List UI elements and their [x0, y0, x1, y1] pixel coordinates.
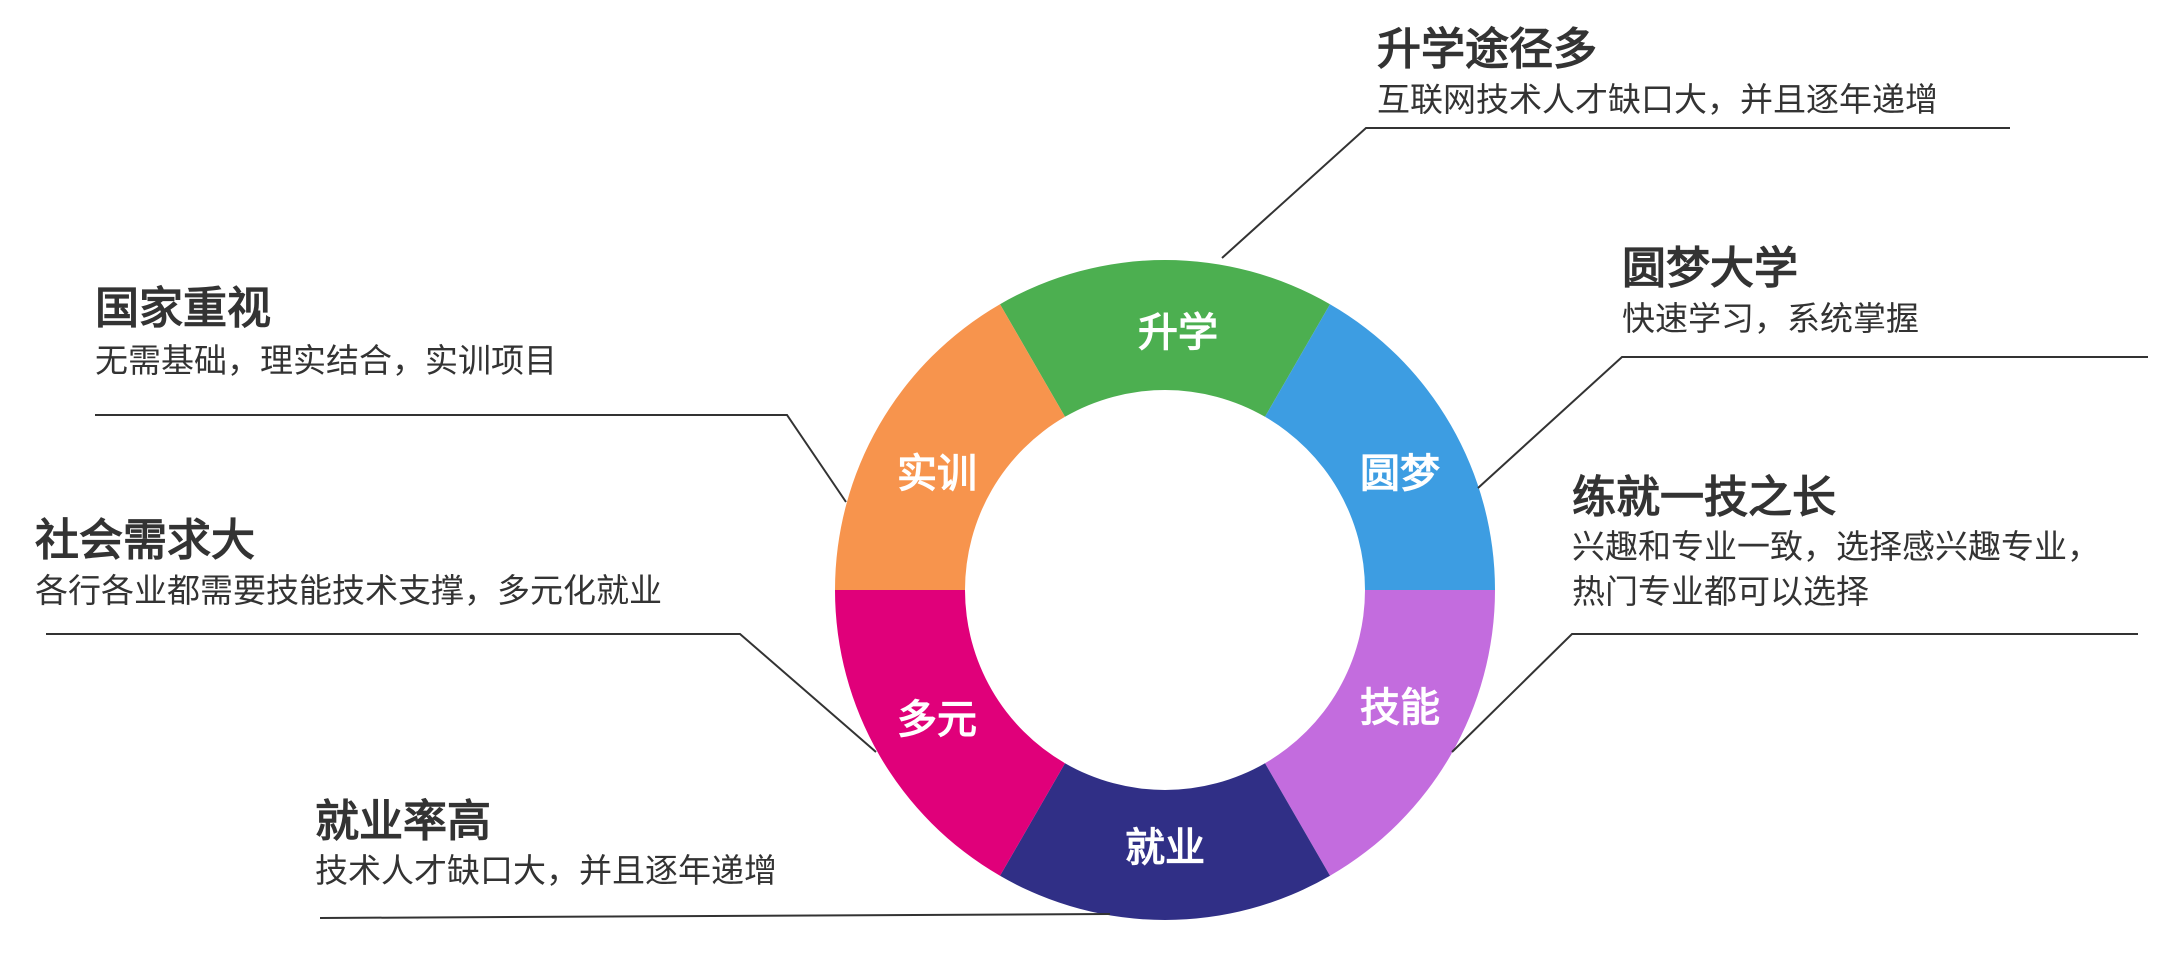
callout-title: 圆梦大学 — [1622, 243, 1798, 294]
callout-title: 国家重视 — [95, 283, 271, 334]
ring-labels: 升学 圆梦 技能 就业 多元 实训 — [897, 310, 1440, 871]
leader-lines — [46, 127, 2148, 919]
segment-duoyuan — [835, 590, 1065, 876]
segment-jineng — [1265, 590, 1495, 876]
callout-shengxue: 升学途径多 互联网技术人才缺口大，并且逐年递增 — [1377, 24, 1938, 119]
segment-jiuye — [1000, 763, 1330, 920]
callout-text: 技术人才缺口大，并且逐年递增 — [315, 851, 777, 890]
segment-label-jineng: 技能 — [1360, 685, 1440, 731]
callout-shixun: 国家重视 无需基础，理实结合，实训项目 — [95, 283, 557, 380]
segment-label-duoyuan: 多元 — [897, 697, 977, 743]
callout-title: 社会需求大 — [35, 515, 255, 566]
callout-title: 升学途径多 — [1377, 24, 1597, 75]
ring — [835, 259, 1495, 920]
callout-duoyuan: 社会需求大 各行各业都需要技能技术支撑，多元化就业 — [35, 515, 662, 610]
callout-text: 各行各业都需要技能技术支撑，多元化就业 — [35, 571, 662, 610]
callout-text: 快速学习，系统掌握 — [1622, 299, 1919, 338]
segment-yuanmeng — [1265, 304, 1495, 590]
callout-text: 热门专业都可以选择 — [1572, 572, 1869, 611]
callout-yuanmeng: 圆梦大学 快速学习，系统掌握 — [1622, 243, 1919, 338]
callout-title: 练就一技之长 — [1572, 472, 1836, 523]
callout-jineng: 练就一技之长 兴趣和专业一致，选择感兴趣专业， 热门专业都可以选择 — [1572, 472, 2100, 611]
segment-shixun — [835, 304, 1065, 590]
leader-line-shixun — [95, 414, 847, 503]
leader-line-yuanmeng — [1477, 356, 2148, 489]
segment-label-shixun: 实训 — [897, 451, 977, 497]
leader-line-shengxue — [1221, 127, 2010, 259]
segment-label-yuanmeng: 圆梦 — [1360, 451, 1440, 497]
callout-text: 无需基础，理实结合，实训项目 — [95, 341, 557, 380]
segment-label-shengxue: 升学 — [1138, 310, 1218, 356]
leader-line-duoyuan — [46, 633, 877, 753]
leader-line-jiuye — [319, 913, 1111, 919]
leader-line-jineng — [1451, 633, 2138, 753]
callout-text: 互联网技术人才缺口大，并且逐年递增 — [1377, 80, 1938, 119]
callout-title: 就业率高 — [315, 796, 491, 847]
segment-label-jiuye: 就业 — [1125, 825, 1205, 871]
callout-jiuye: 就业率高 技术人才缺口大，并且逐年递增 — [315, 796, 777, 890]
segment-shengxue — [1000, 259, 1330, 417]
callout-text: 兴趣和专业一致，选择感兴趣专业， — [1572, 527, 2100, 566]
